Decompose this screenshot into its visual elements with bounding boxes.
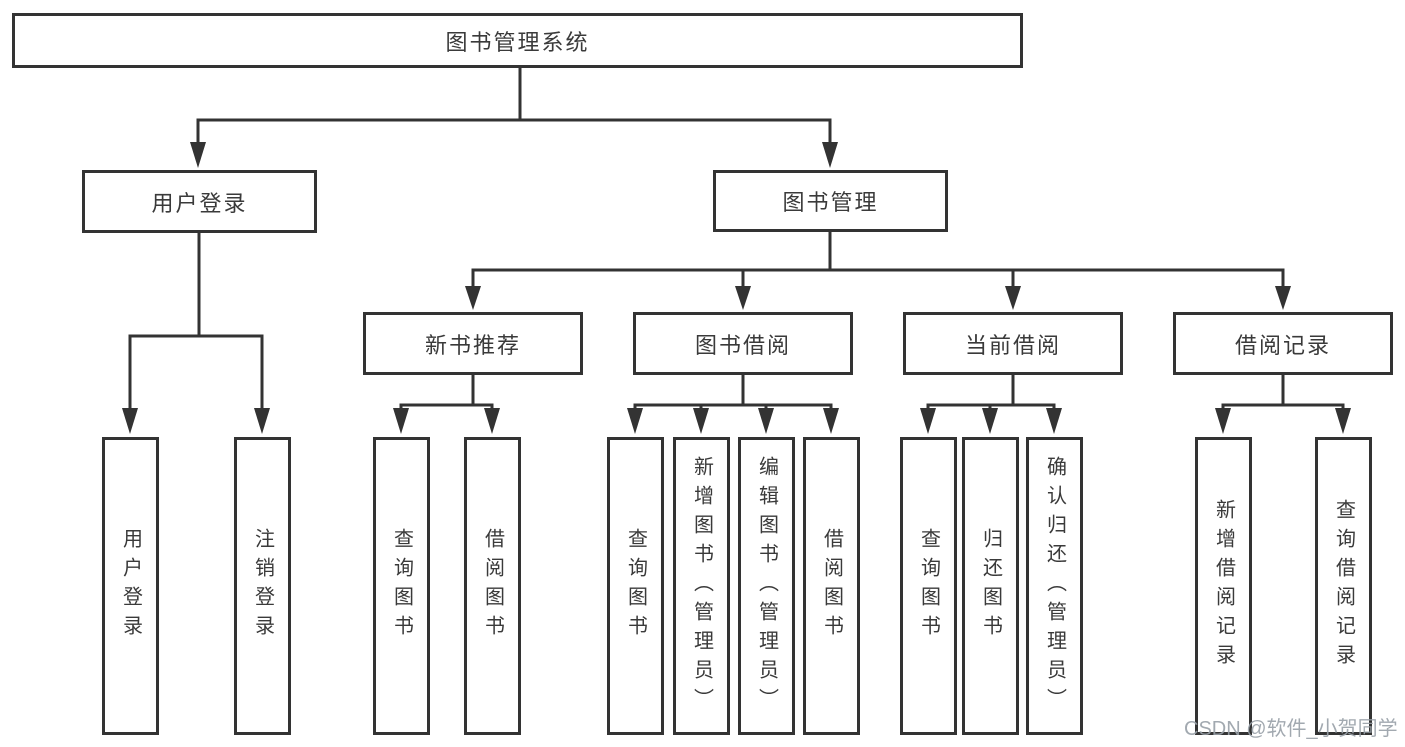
leaf-query-books-borrow: 查询图书: [607, 437, 664, 735]
leaf-label: 编辑图书（管理员）: [755, 455, 778, 717]
connector-root: [196, 68, 832, 146]
arrowhead: [735, 286, 751, 310]
node-borrow-records: 借阅记录: [1173, 312, 1393, 375]
leaf-label: 查询借阅记录: [1332, 499, 1355, 673]
arrowhead: [122, 408, 138, 434]
connector-new-book-recommend: [399, 375, 494, 414]
arrowhead: [693, 408, 709, 434]
leaf-label: 查询图书: [624, 528, 647, 644]
arrowhead: [823, 408, 839, 434]
leaf-add-borrow-record: 新增借阅记录: [1195, 437, 1252, 735]
arrowhead: [465, 286, 481, 310]
node-user-login: 用户登录: [82, 170, 317, 233]
leaf-query-borrow-record: 查询借阅记录: [1315, 437, 1372, 735]
arrowhead: [920, 408, 936, 434]
node-new-book-recommend: 新书推荐: [363, 312, 583, 375]
leaf-confirm-return-admin: 确认归还（管理员）: [1026, 437, 1083, 735]
leaf-borrow-books: 借阅图书: [803, 437, 860, 735]
connector-book-management: [471, 232, 1285, 290]
connector-user-login: [128, 233, 264, 412]
arrowhead: [758, 408, 774, 434]
arrowhead: [190, 142, 206, 168]
arrowhead: [1005, 286, 1021, 310]
arrowhead: [1275, 286, 1291, 310]
leaf-query-books-recommend: 查询图书: [373, 437, 430, 735]
leaf-logout: 注销登录: [234, 437, 291, 735]
leaf-label: 查询图书: [917, 528, 940, 644]
arrowhead: [484, 408, 500, 434]
node-book-borrow: 图书借阅: [633, 312, 853, 375]
node-current-borrow: 当前借阅: [903, 312, 1123, 375]
leaf-label: 确认归还（管理员）: [1043, 455, 1066, 717]
arrowhead: [982, 408, 998, 434]
leaf-label: 新增借阅记录: [1212, 499, 1235, 673]
node-book-management: 图书管理: [713, 170, 948, 232]
arrowheads: [122, 142, 1351, 434]
leaf-label: 归还图书: [979, 528, 1002, 644]
leaf-borrow-books-recommend: 借阅图书: [464, 437, 521, 735]
leaf-edit-book-admin: 编辑图书（管理员）: [738, 437, 795, 735]
leaf-label: 借阅图书: [481, 528, 504, 644]
watermark: CSDN @软件_小贺同学: [1184, 718, 1398, 740]
leaf-return-books: 归还图书: [962, 437, 1019, 735]
leaf-add-book-admin: 新增图书（管理员）: [673, 437, 730, 735]
arrowhead: [627, 408, 643, 434]
node-library-management-system: 图书管理系统: [12, 13, 1023, 68]
arrowhead: [254, 408, 270, 434]
connector-book-borrow: [633, 375, 833, 414]
arrowhead: [1215, 408, 1231, 434]
leaf-label: 注销登录: [251, 528, 274, 644]
arrowhead: [1335, 408, 1351, 434]
leaf-user-login: 用户登录: [102, 437, 159, 735]
leaf-label: 用户登录: [119, 528, 142, 644]
leaf-label: 查询图书: [390, 528, 413, 644]
arrowhead: [1046, 408, 1062, 434]
arrowhead: [393, 408, 409, 434]
connector-borrow-records: [1221, 375, 1345, 414]
leaf-label: 借阅图书: [820, 528, 843, 644]
leaf-query-books-current: 查询图书: [900, 437, 957, 735]
arrowhead: [822, 142, 838, 168]
leaf-label: 新增图书（管理员）: [690, 455, 713, 717]
